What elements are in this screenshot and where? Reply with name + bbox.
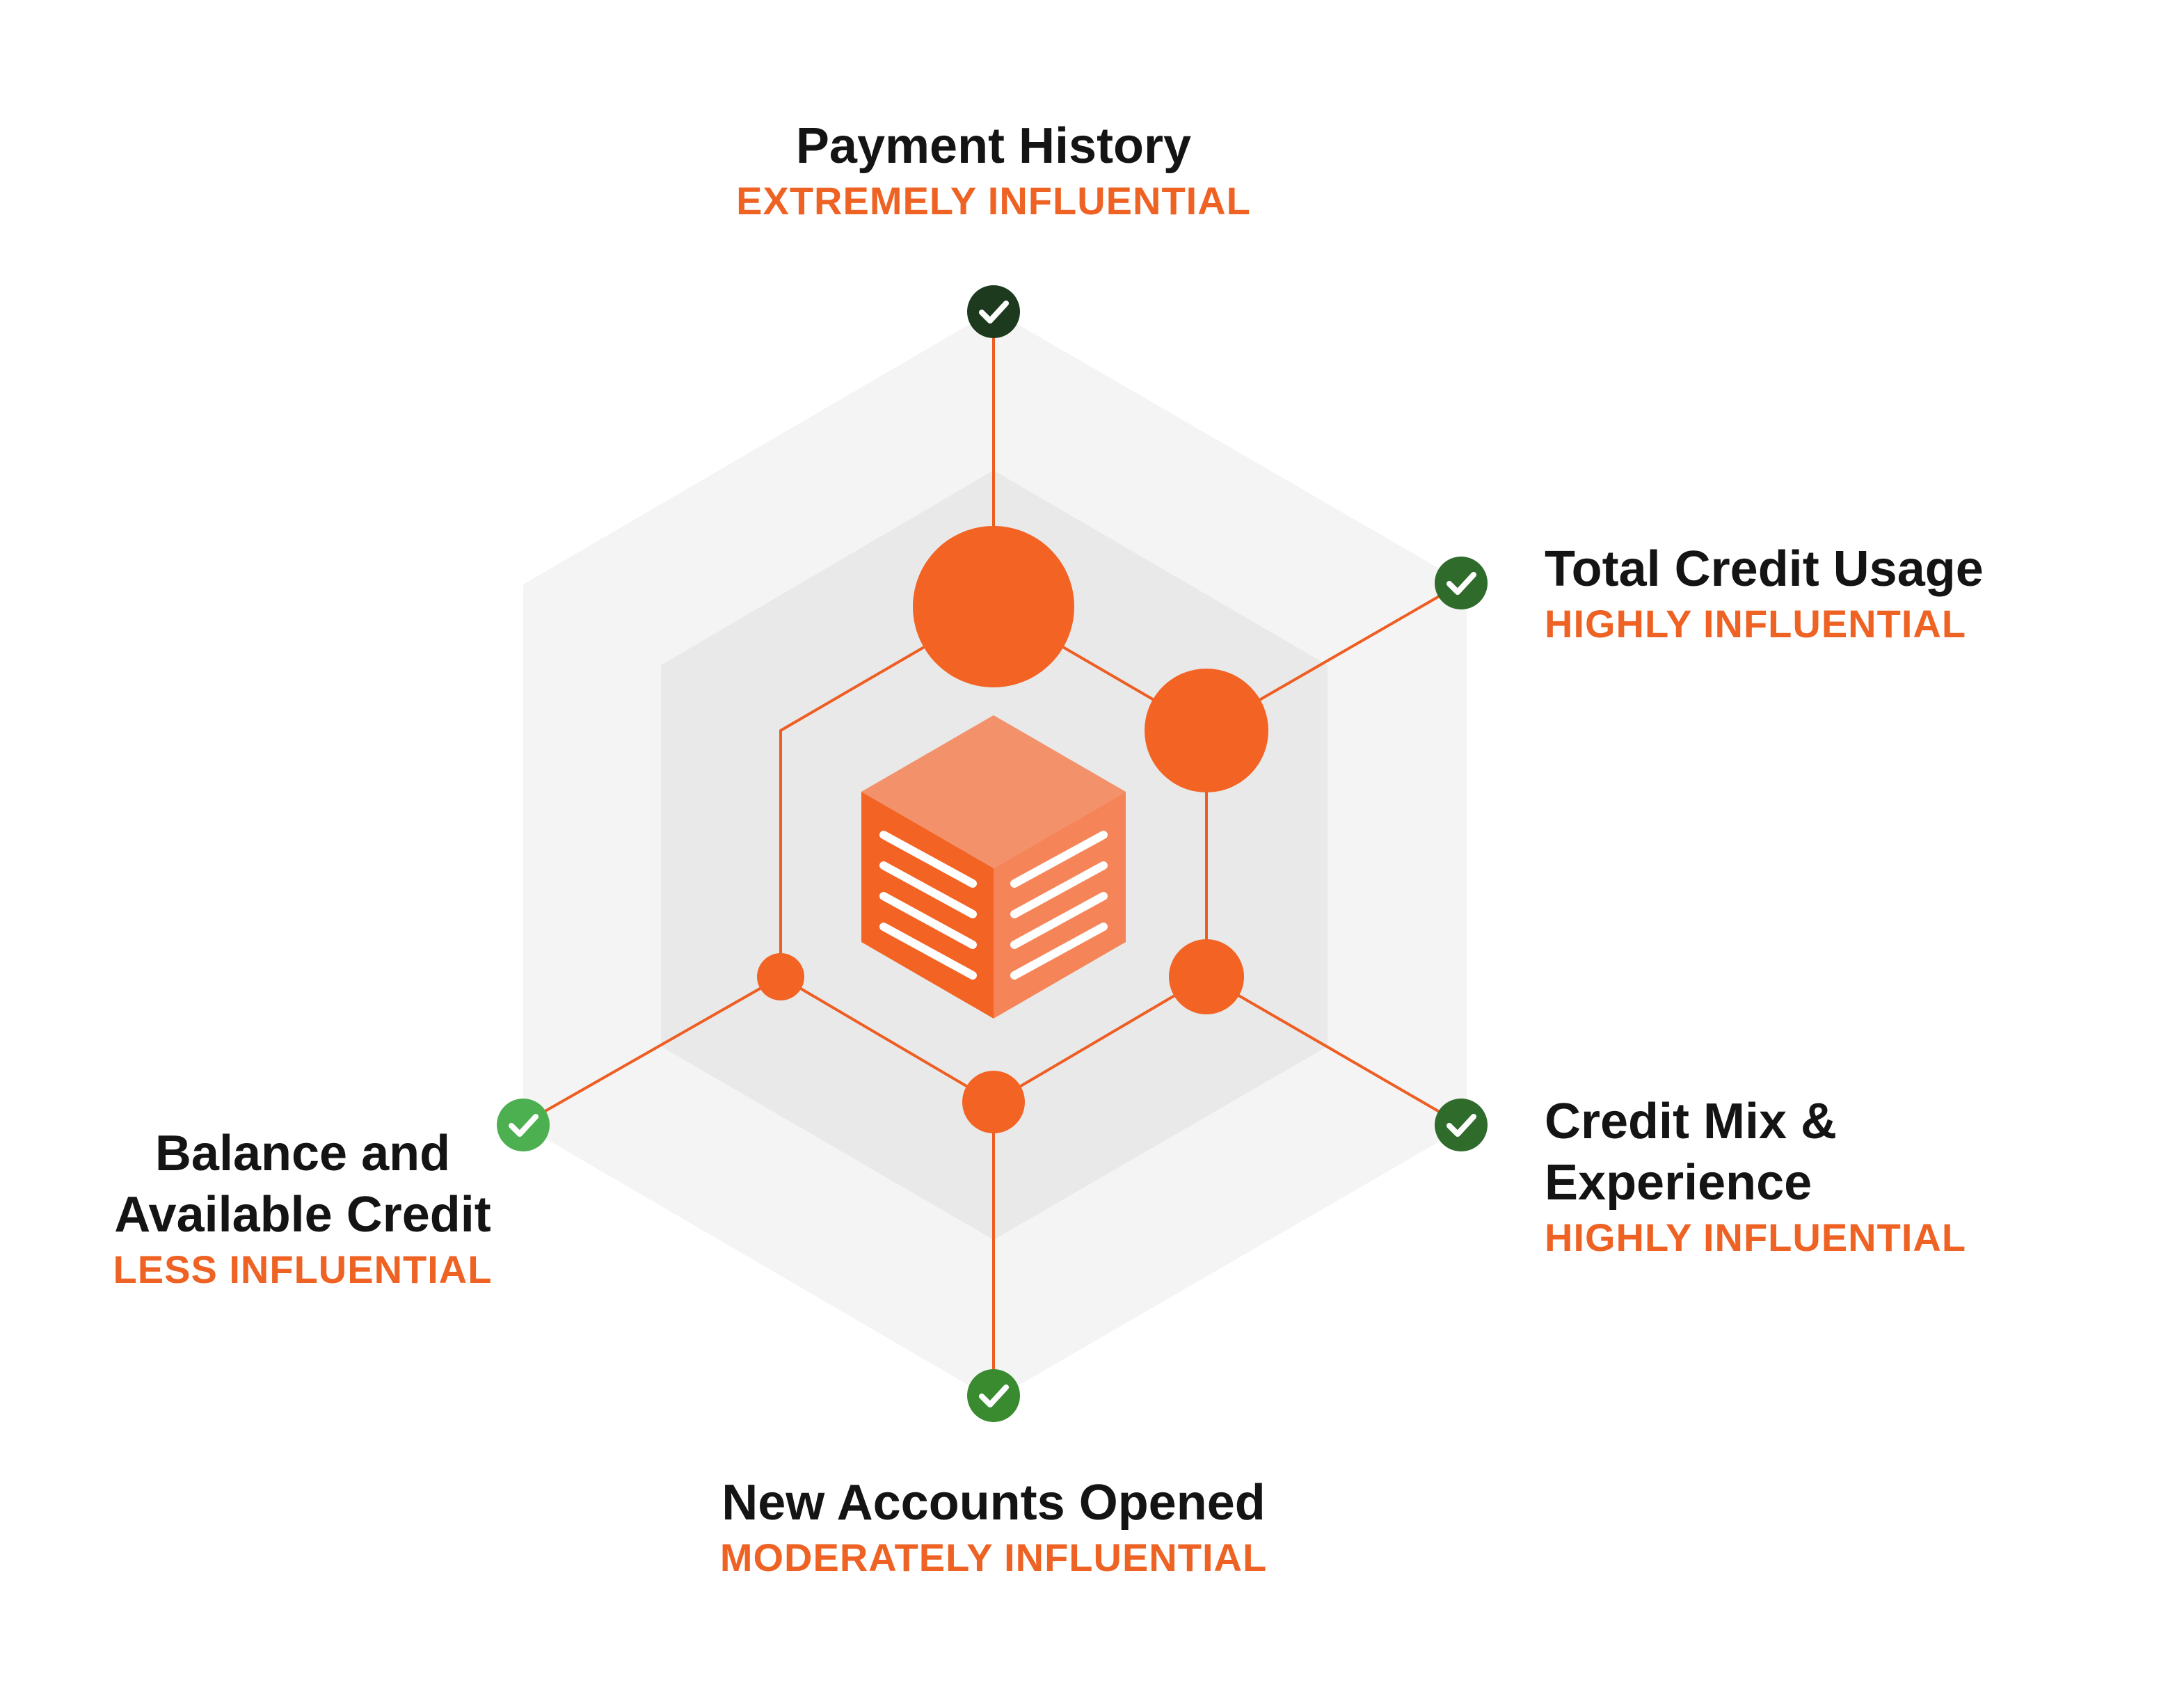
check-icon	[1435, 557, 1488, 609]
influence-level: HIGHLY INFLUENTIAL	[1545, 602, 1967, 646]
line-balance-available	[523, 975, 781, 1125]
factor-title: Available Credit	[114, 1187, 491, 1243]
influence-level: EXTREMELY INFLUENTIAL	[736, 179, 1251, 223]
influence-nodes	[757, 526, 1268, 1133]
line-left-loop	[779, 605, 995, 977]
check-icon	[1435, 1099, 1488, 1151]
check-icon	[967, 285, 1020, 338]
node-balance-available	[757, 953, 804, 1000]
node-credit-mix	[1169, 939, 1244, 1014]
factor-title: Payment History	[795, 118, 1192, 174]
influence-level: LESS INFLUENTIAL	[113, 1247, 493, 1291]
factor-title: Credit Mix &	[1545, 1094, 1838, 1149]
cube-left-face	[861, 792, 994, 1019]
check-icon	[967, 1369, 1020, 1422]
influence-level: HIGHLY INFLUENTIAL	[1545, 1215, 1967, 1259]
line-credit-mix	[1205, 975, 1461, 1125]
cube-right-face	[994, 792, 1126, 1019]
label-credit-mix: Credit Mix & Experience HIGHLY INFLUENTI…	[1545, 1091, 2157, 1262]
factor-title: Experience	[1545, 1155, 1812, 1211]
factor-title: New Accounts Opened	[722, 1475, 1266, 1531]
check-badges	[497, 285, 1488, 1422]
label-total-credit-usage: Total Credit Usage HIGHLY INFLUENTIAL	[1545, 538, 2157, 648]
label-new-accounts: New Accounts Opened MODERATELY INFLUENTI…	[611, 1472, 1376, 1582]
node-payment-history	[913, 526, 1074, 687]
line-balance-to-new	[779, 975, 995, 1103]
factor-title: Total Credit Usage	[1545, 541, 1984, 597]
document-cube-icon	[861, 715, 1126, 1019]
label-balance-available: Balance and Available Credit LESS INFLUE…	[77, 1123, 529, 1294]
cube-text-lines	[879, 831, 1108, 980]
label-payment-history: Payment History EXTREMELY INFLUENTIAL	[646, 115, 1341, 225]
node-total-credit-usage	[1145, 669, 1268, 792]
line-mix-to-new	[992, 975, 1208, 1103]
influence-level: MODERATELY INFLUENTIAL	[719, 1535, 1268, 1579]
check-icon	[497, 1099, 550, 1151]
factor-title: Balance and	[154, 1126, 451, 1181]
node-new-accounts	[962, 1071, 1025, 1133]
